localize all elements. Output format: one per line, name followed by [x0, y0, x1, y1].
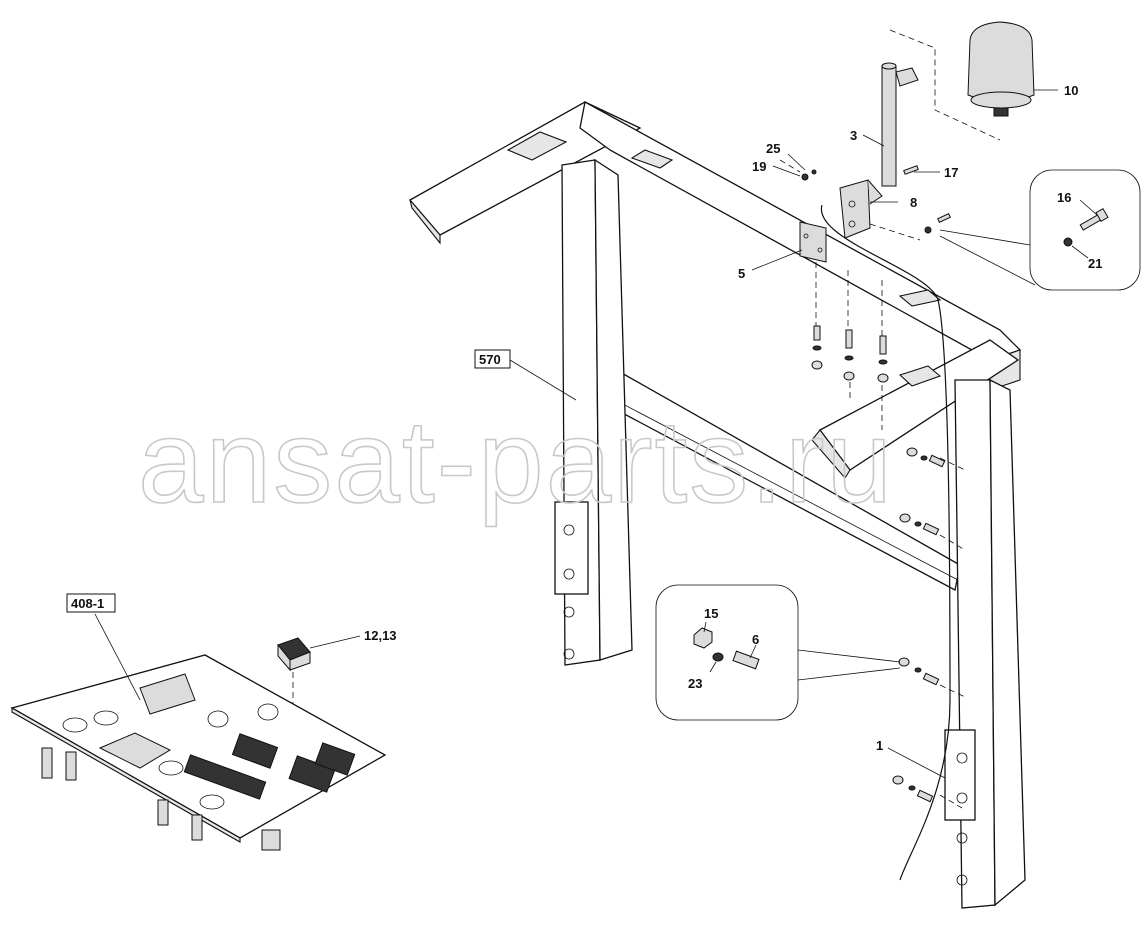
rocker-switch [277, 637, 311, 742]
dashboard-panel [10, 654, 387, 851]
wiring-cable [821, 204, 951, 881]
callout-21: 21 [1088, 256, 1102, 271]
mount-plate [799, 221, 827, 263]
callout-570: 570 [479, 352, 501, 367]
detail-bubble-15-6-23 [655, 584, 901, 721]
callout-17: 17 [944, 165, 958, 180]
stud-set-rows [892, 447, 946, 803]
callout-6: 6 [752, 632, 759, 647]
detail-bubble-16-21 [939, 169, 1141, 291]
callout-19: 19 [752, 159, 766, 174]
callout-5: 5 [738, 266, 745, 281]
callout-1: 1 [876, 738, 883, 753]
callout-16: 16 [1057, 190, 1071, 205]
mast-bracket [839, 179, 883, 239]
callout-12-13: 12,13 [364, 628, 397, 643]
small-hardware [801, 165, 951, 234]
callout-3: 3 [850, 128, 857, 143]
leader-lines [94, 89, 1098, 779]
watermark: ansat-parts.ru [138, 396, 894, 528]
callout-408-1: 408-1 [71, 596, 104, 611]
stud-set-top [811, 325, 889, 383]
callout-25: 25 [766, 141, 780, 156]
beacon-light [967, 21, 1035, 117]
callout-10: 10 [1064, 83, 1078, 98]
callout-15: 15 [704, 606, 718, 621]
callout-23: 23 [688, 676, 702, 691]
mast-tube [881, 62, 919, 187]
callout-8: 8 [910, 195, 917, 210]
callout-408-1-box [66, 593, 116, 613]
callout-570-box [474, 349, 511, 369]
